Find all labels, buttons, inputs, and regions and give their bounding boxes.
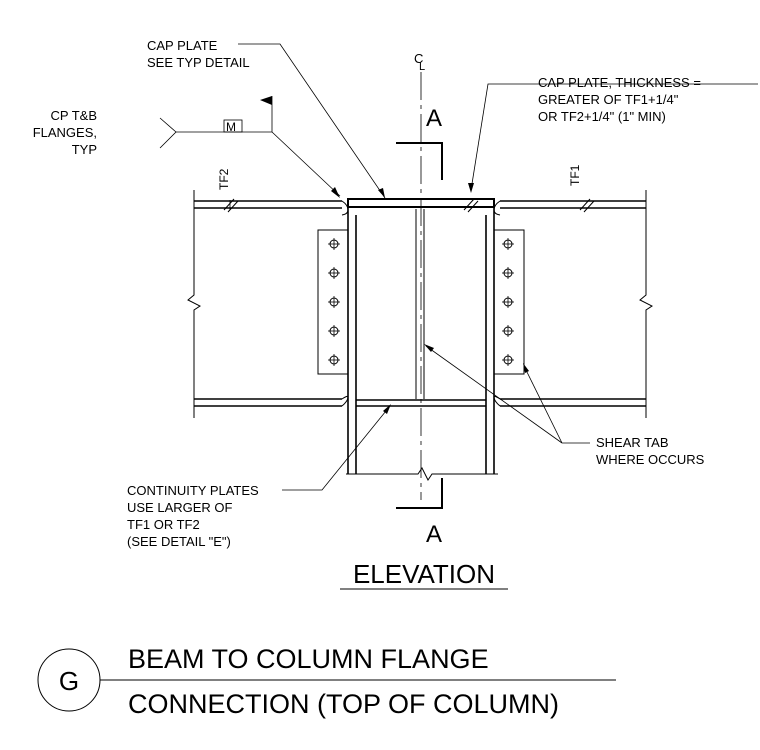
note-line: USE LARGER OF: [127, 500, 233, 515]
shear-tab-right: [493, 229, 525, 375]
right-beam: [500, 190, 653, 418]
field-weld-flag-icon: [260, 96, 272, 105]
bolt: [328, 354, 340, 366]
detail-title-block: G BEAM TO COLUMN FLANGE CONNECTION (TOP …: [37, 644, 616, 719]
left-beam: [187, 190, 342, 418]
section-cut-top: A: [396, 105, 443, 180]
flange-welds: [341, 200, 501, 407]
note-line: SHEAR TAB: [596, 435, 668, 450]
view-title-text: ELEVATION: [353, 559, 495, 589]
bolt: [328, 325, 340, 337]
note-line: CAP PLATE, THICKNESS =: [538, 75, 701, 90]
column: [346, 207, 498, 481]
bolt: [328, 296, 340, 308]
view-title: ELEVATION: [340, 559, 508, 590]
note-line: TF1 OR TF2: [127, 517, 200, 532]
centerline: C L: [414, 51, 425, 500]
bolt: [502, 354, 514, 366]
note-line: CAP PLATE: [147, 38, 218, 53]
note-line: SEE TYP DETAIL: [147, 55, 250, 70]
bolt: [502, 267, 514, 279]
note-line: GREATER OF TF1+1/4": [538, 92, 679, 107]
note-cap-plate-thickness: CAP PLATE, THICKNESS = GREATER OF TF1+1/…: [468, 75, 758, 193]
detail-title-line1: BEAM TO COLUMN FLANGE: [128, 644, 489, 674]
note-line: OR TF2+1/4" (1" MIN): [538, 109, 666, 124]
note-line: CP T&B: [51, 108, 97, 123]
bolt: [328, 267, 340, 279]
bolt: [502, 238, 514, 250]
note-shear-tab: SHEAR TAB WHERE OCCURS: [424, 344, 705, 467]
note-cap-plate-detail: CAP PLATE SEE TYP DETAIL: [147, 38, 386, 199]
bolt: [502, 325, 514, 337]
tf1-marker: TF1: [568, 164, 595, 213]
note-line: WHERE OCCURS: [596, 452, 705, 467]
bolt: [328, 238, 340, 250]
note-line: FLANGES,: [33, 125, 97, 140]
shear-tab-left: [317, 229, 349, 375]
tf2-marker: TF2: [217, 168, 239, 213]
weld-m-label: M: [226, 120, 236, 134]
note-continuity-plates: CONTINUITY PLATES USE LARGER OF TF1 OR T…: [127, 404, 391, 549]
detail-title-line2: CONNECTION (TOP OF COLUMN): [128, 689, 559, 719]
section-label-bottom: A: [426, 521, 442, 548]
tf2-label: TF2: [217, 168, 231, 190]
centerline-c: C: [414, 51, 423, 66]
note-line: (SEE DETAIL "E"): [127, 534, 231, 549]
section-label-top: A: [426, 105, 442, 132]
note-line: CONTINUITY PLATES: [127, 483, 259, 498]
detail-letter: G: [59, 666, 79, 696]
cap-plate-thickness-marker: [463, 198, 479, 213]
bolt: [502, 296, 514, 308]
note-line: TYP: [72, 142, 97, 157]
centerline-l: L: [419, 61, 425, 73]
tf1-label: TF1: [568, 164, 582, 186]
weld-symbol: CP T&B FLANGES, TYP M: [33, 96, 341, 198]
section-cut-bottom: A: [396, 478, 443, 548]
